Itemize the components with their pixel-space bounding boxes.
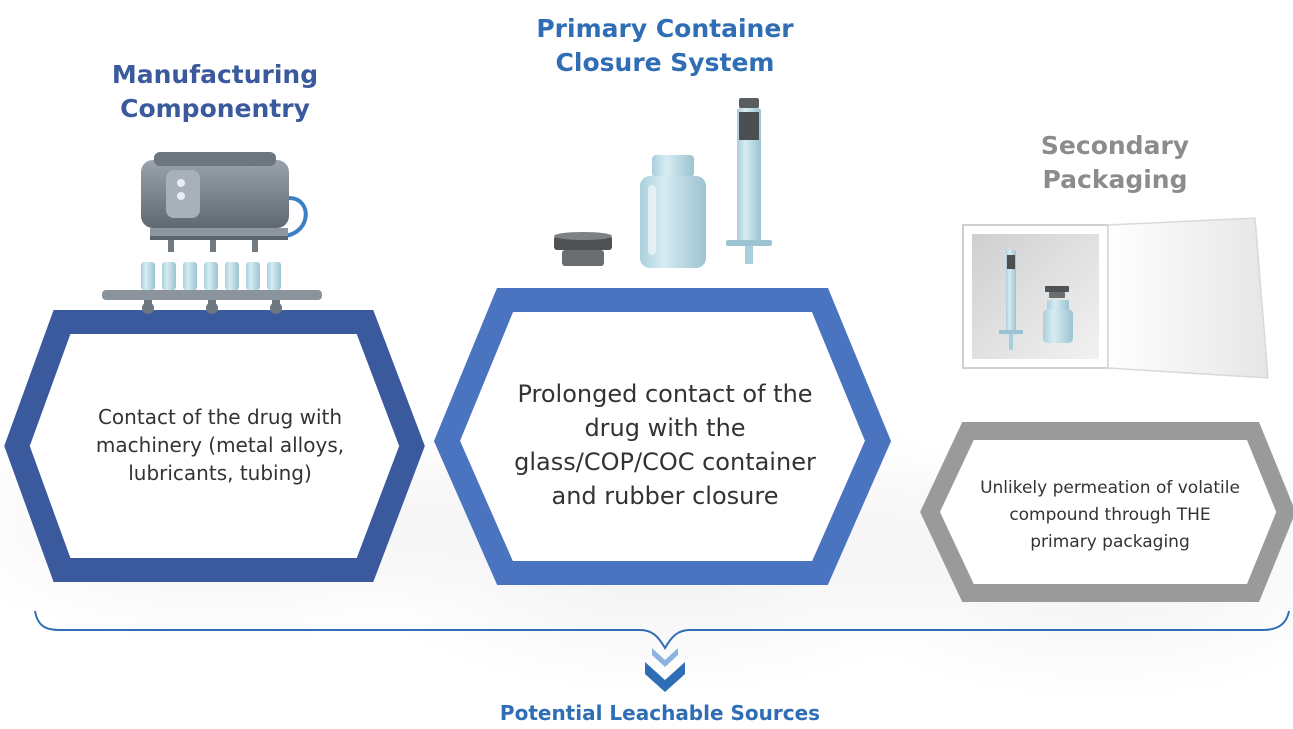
title-line: Componentry xyxy=(120,94,310,123)
description-secondary: Unlikely permeation of volatile compound… xyxy=(980,477,1240,552)
sources-bracket xyxy=(34,610,1290,650)
title-line: Packaging xyxy=(1042,165,1188,194)
rubber-stopper-icon xyxy=(554,232,612,266)
open-box-icon xyxy=(962,217,1269,379)
description-manufacturing: Contact of the drug with machinery (meta… xyxy=(95,405,345,485)
title-secondary-packaging: Secondary Packaging xyxy=(1000,129,1230,197)
title-line: Primary Container xyxy=(536,14,794,43)
title-manufacturing-componentry: Manufacturing Componentry xyxy=(60,58,370,126)
syringe-icon xyxy=(726,98,772,264)
vial-stopper-syringe-icon xyxy=(554,98,772,268)
hexagon-manufacturing xyxy=(4,310,425,582)
glass-vial-icon xyxy=(1043,300,1073,343)
potential-leachable-sources-label: Potential Leachable Sources xyxy=(499,701,821,725)
title-primary-container: Primary Container Closure System xyxy=(480,12,850,80)
hexagon-primary xyxy=(433,288,892,585)
title-line: Closure System xyxy=(555,48,775,77)
rubber-stopper-icon xyxy=(1045,286,1069,298)
chevron-down-icon xyxy=(645,648,685,692)
syringe-icon xyxy=(999,250,1023,350)
title-line: Manufacturing xyxy=(111,60,319,89)
hexagon-secondary xyxy=(920,422,1293,602)
description-primary: Prolonged contact of the drug with the g… xyxy=(514,380,816,510)
filling-machine-icon xyxy=(102,152,322,314)
glass-vial-icon xyxy=(640,155,706,268)
title-line: Secondary xyxy=(1040,131,1190,160)
